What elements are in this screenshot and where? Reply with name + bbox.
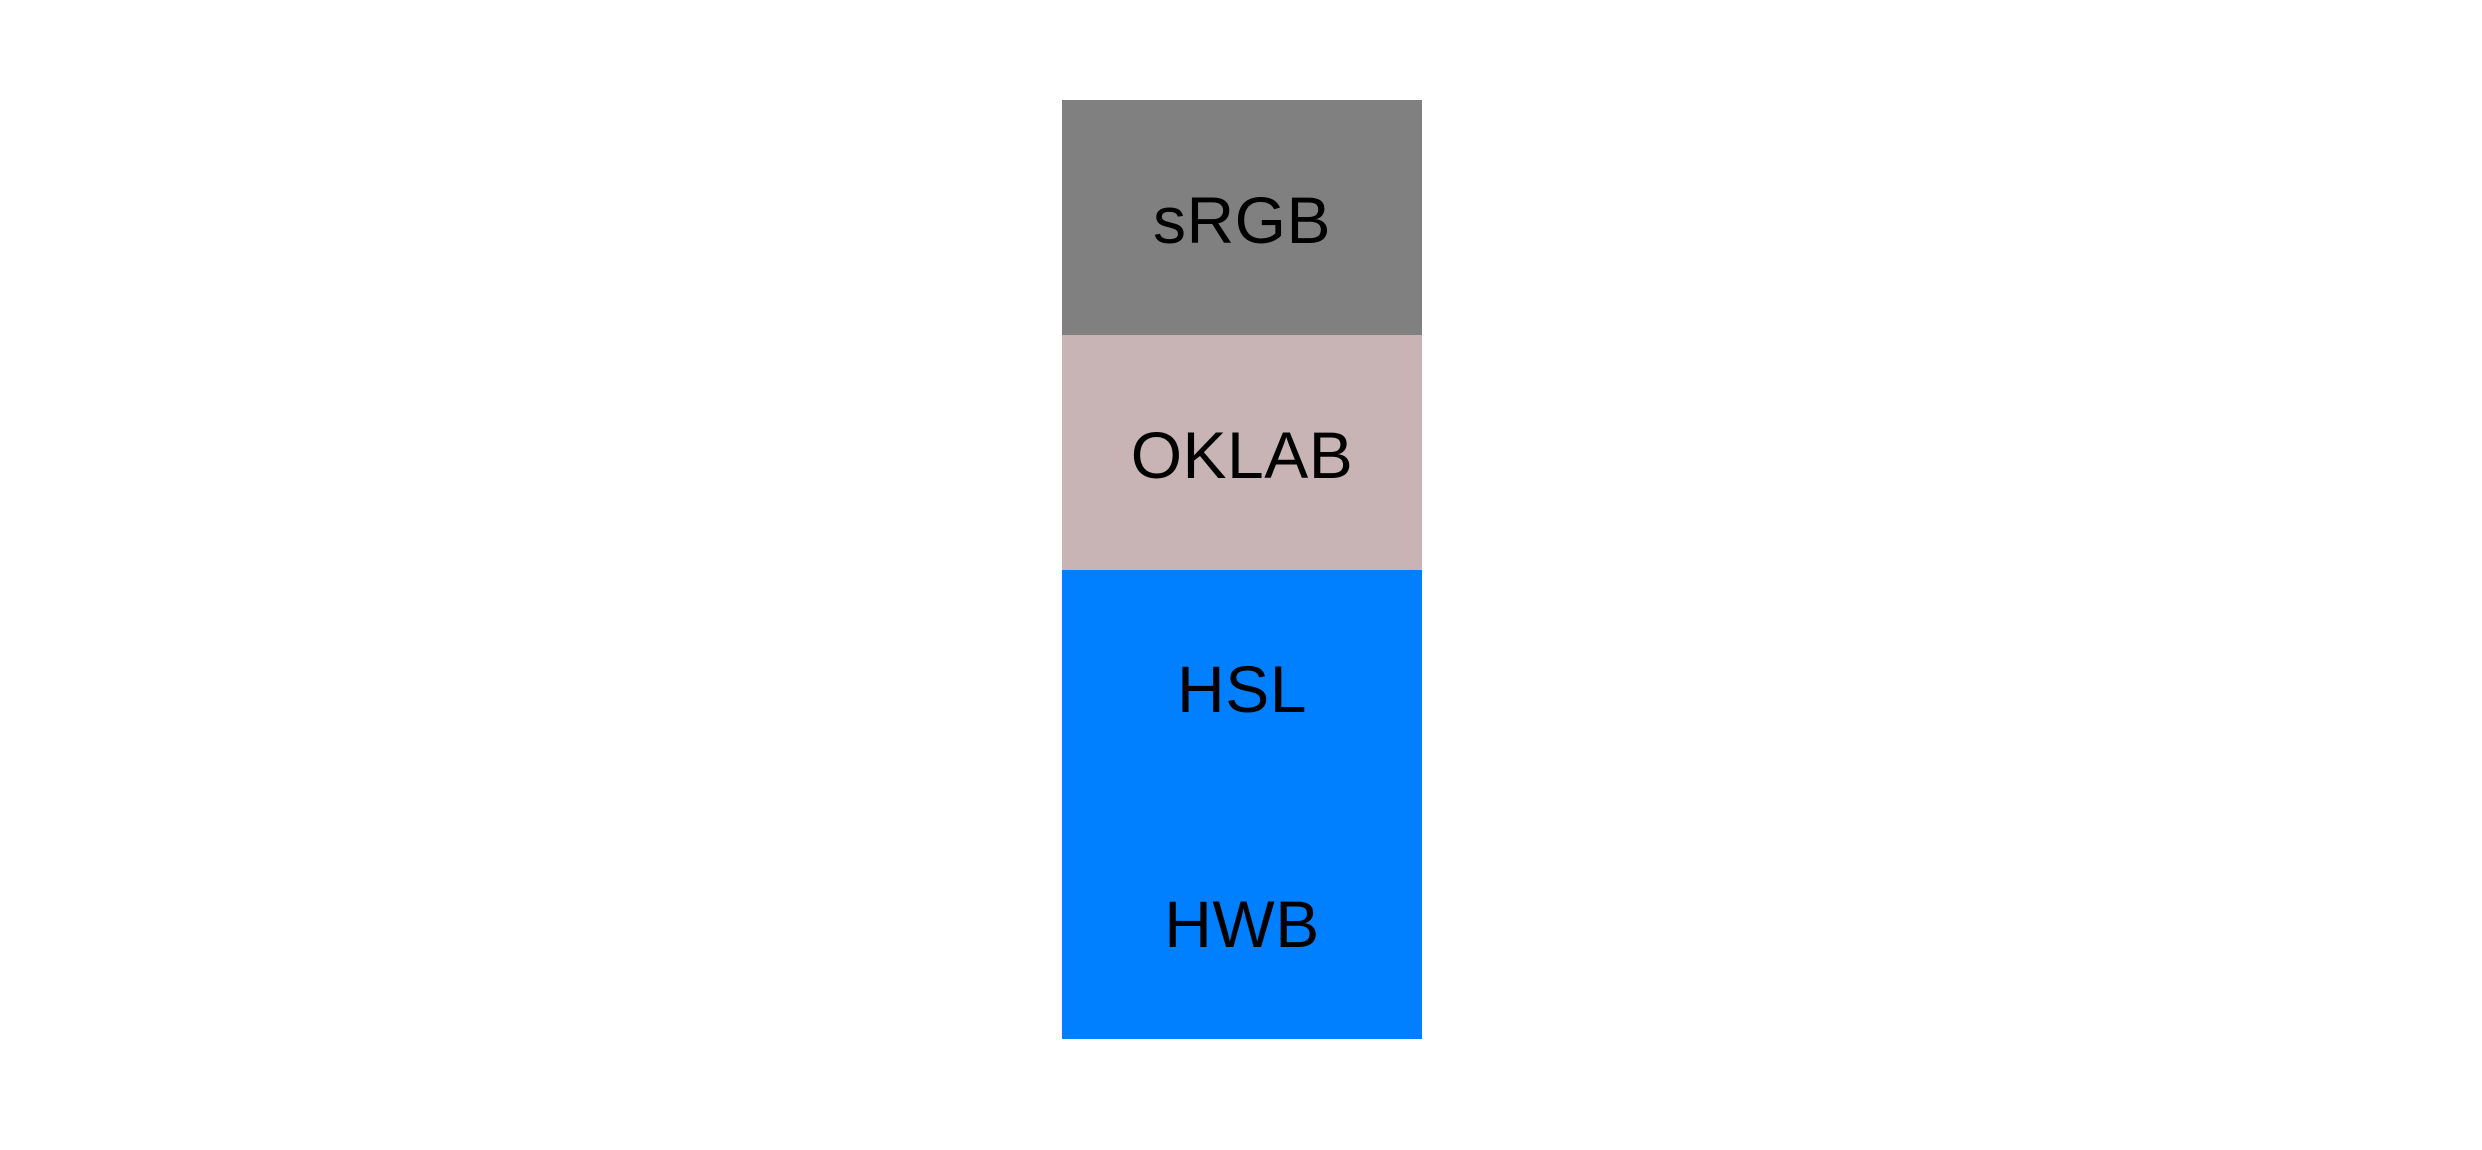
swatch-hsl[interactable]: HSL [1062, 569, 1422, 805]
swatch-hwb[interactable]: HWB [1062, 804, 1422, 1039]
swatch-label-hwb: HWB [1164, 887, 1320, 962]
swatch-label-hsl: HSL [1177, 652, 1307, 727]
swatch-label-srgb: sRGB [1152, 182, 1332, 257]
swatch-oklab[interactable]: OKLAB [1062, 334, 1422, 570]
swatch-label-oklab: OKLAB [1130, 417, 1354, 492]
swatch-srgb[interactable]: sRGB [1062, 100, 1422, 335]
color-space-swatch-stack: sRGB OKLAB HSL HWB [1062, 100, 1422, 1039]
